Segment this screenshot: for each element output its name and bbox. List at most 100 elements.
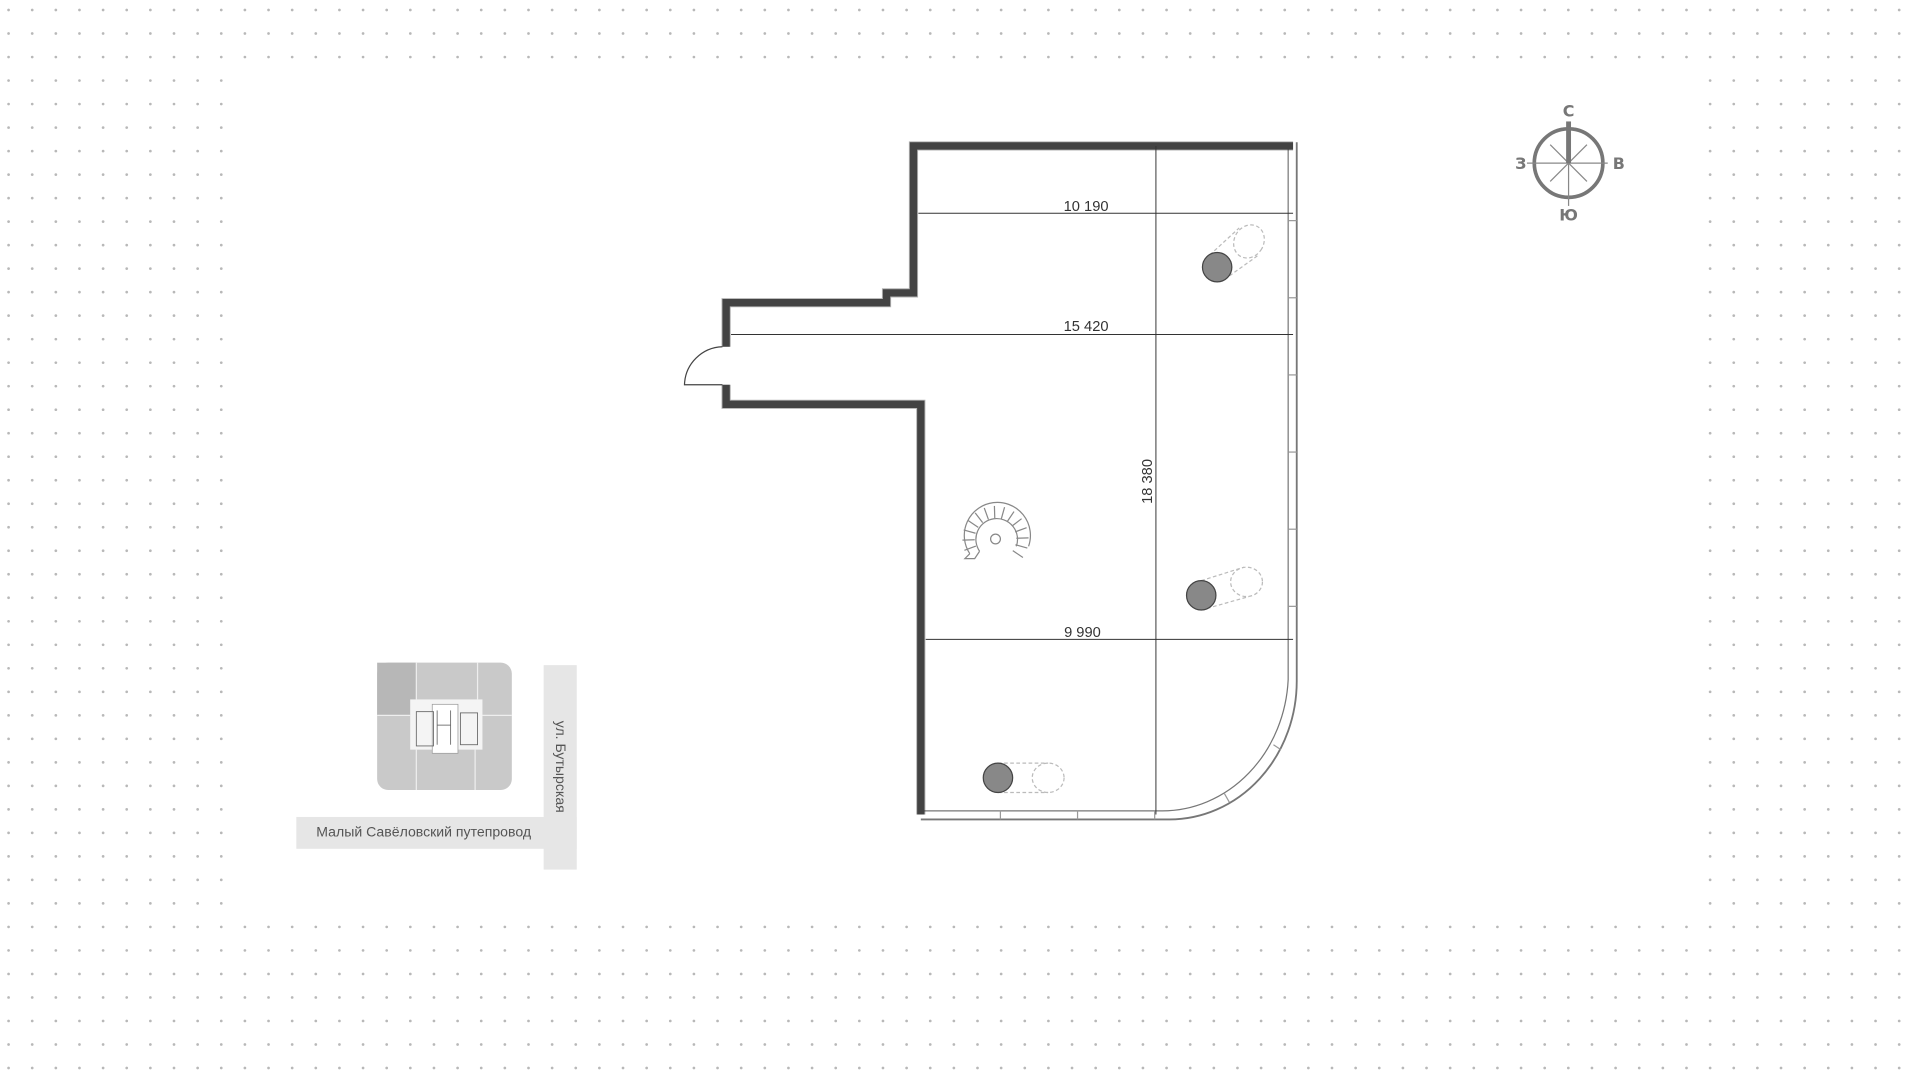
- grid-dot: [928, 925, 932, 929]
- grid-dot: [716, 925, 719, 929]
- grid-dot: [219, 102, 223, 106]
- grid-dot: [219, 761, 223, 764]
- grid-dot: [243, 1043, 247, 1046]
- grid-dot: [1685, 925, 1688, 929]
- grid-dot: [1070, 925, 1074, 929]
- grid-dot: [172, 549, 176, 553]
- grid-dot: [716, 8, 719, 12]
- grid-dot: [1756, 8, 1759, 12]
- grid-dot: [716, 972, 719, 976]
- grid-dot: [101, 525, 105, 529]
- grid-dot: [54, 1043, 58, 1046]
- grid-dot: [1850, 666, 1854, 670]
- grid-dot: [1117, 1043, 1121, 1046]
- grid-dot: [1803, 972, 1806, 976]
- grid-dot: [1543, 8, 1547, 12]
- grid-dot: [1874, 831, 1877, 835]
- grid-dot: [1070, 996, 1074, 999]
- grid-dot: [1826, 855, 1830, 858]
- grid-dot: [1165, 32, 1168, 35]
- grid-dot: [361, 1066, 365, 1070]
- grid-dot: [1708, 737, 1712, 741]
- grid-dot: [1803, 79, 1806, 82]
- grid-dot: [243, 972, 247, 976]
- grid-dot: [810, 1019, 814, 1023]
- grid-dot: [1708, 761, 1712, 764]
- grid-dot: [1377, 972, 1381, 976]
- grid-dot: [54, 478, 58, 482]
- grid-dot: [1472, 32, 1476, 35]
- grid-dot: [1732, 596, 1736, 600]
- stair-step: [1015, 544, 1028, 549]
- grid-dot: [1236, 32, 1239, 35]
- grid-dot: [905, 1019, 908, 1023]
- grid-dot: [1425, 8, 1428, 12]
- grid-dot: [598, 996, 601, 999]
- grid-dot: [1732, 1019, 1736, 1023]
- grid-dot: [1637, 55, 1641, 59]
- grid-dot: [78, 384, 81, 388]
- grid-dot: [1874, 314, 1877, 317]
- grid-dot: [1826, 243, 1830, 247]
- grid-dot: [1826, 572, 1830, 576]
- grid-dot: [1779, 55, 1783, 59]
- grid-dot: [1566, 1019, 1570, 1023]
- grid-dot: [810, 996, 814, 999]
- grid-dot: [196, 8, 199, 12]
- grid-dot: [1803, 596, 1806, 600]
- grid-dot: [101, 761, 105, 764]
- grid-dot: [1307, 8, 1310, 12]
- grid-dot: [361, 996, 365, 999]
- grid-dot: [1826, 384, 1830, 388]
- grid-dot: [54, 878, 58, 882]
- grid-dot: [1094, 32, 1098, 35]
- column: [1201, 224, 1265, 283]
- grid-dot: [1897, 878, 1901, 882]
- grid-dot: [1826, 972, 1830, 976]
- grid-dot: [1708, 243, 1712, 247]
- grid-dot: [1685, 55, 1688, 59]
- grid-dot: [1756, 690, 1759, 694]
- grid-dot: [1756, 549, 1759, 553]
- grid-dot: [621, 1043, 625, 1046]
- grid-dot: [1590, 55, 1594, 59]
- grid-dot: [219, 314, 223, 317]
- grid-dot: [1212, 925, 1216, 929]
- grid-dot: [1779, 502, 1783, 506]
- grid-dot: [1259, 972, 1263, 976]
- grid-dot: [1330, 32, 1334, 35]
- grid-dot: [101, 925, 105, 929]
- grid-dot: [1401, 1043, 1405, 1046]
- grid-dot: [1614, 8, 1617, 12]
- grid-dot: [54, 737, 58, 741]
- grid-dot: [598, 55, 601, 59]
- grid-dot: [1779, 972, 1783, 976]
- grid-dot: [1779, 267, 1783, 270]
- grid-dot: [716, 949, 719, 952]
- grid-dot: [196, 737, 199, 741]
- grid-dot: [1614, 1066, 1617, 1070]
- grid-dot: [219, 713, 223, 717]
- grid-dot: [219, 549, 223, 553]
- stair-step: [964, 545, 977, 551]
- grid-dot: [78, 502, 81, 506]
- grid-dot: [1448, 1066, 1452, 1070]
- grid-dot: [1897, 478, 1901, 482]
- grid-dot: [456, 55, 459, 59]
- grid-dot: [338, 1019, 341, 1023]
- grid-dot: [692, 925, 696, 929]
- grid-dot: [385, 8, 389, 12]
- grid-dot: [1732, 196, 1736, 200]
- grid-dot: [101, 478, 105, 482]
- grid-dot: [1756, 79, 1759, 82]
- grid-dot: [1779, 8, 1783, 12]
- grid-dot: [1803, 1019, 1806, 1023]
- grid-dot: [1708, 502, 1712, 506]
- grid-dot: [1070, 949, 1074, 952]
- grid-dot: [290, 925, 294, 929]
- grid-dot: [1897, 996, 1901, 999]
- entrance-door[interactable]: [683, 346, 723, 386]
- grid-dot: [574, 949, 578, 952]
- grid-dot: [1614, 972, 1617, 976]
- grid-dot: [30, 478, 34, 482]
